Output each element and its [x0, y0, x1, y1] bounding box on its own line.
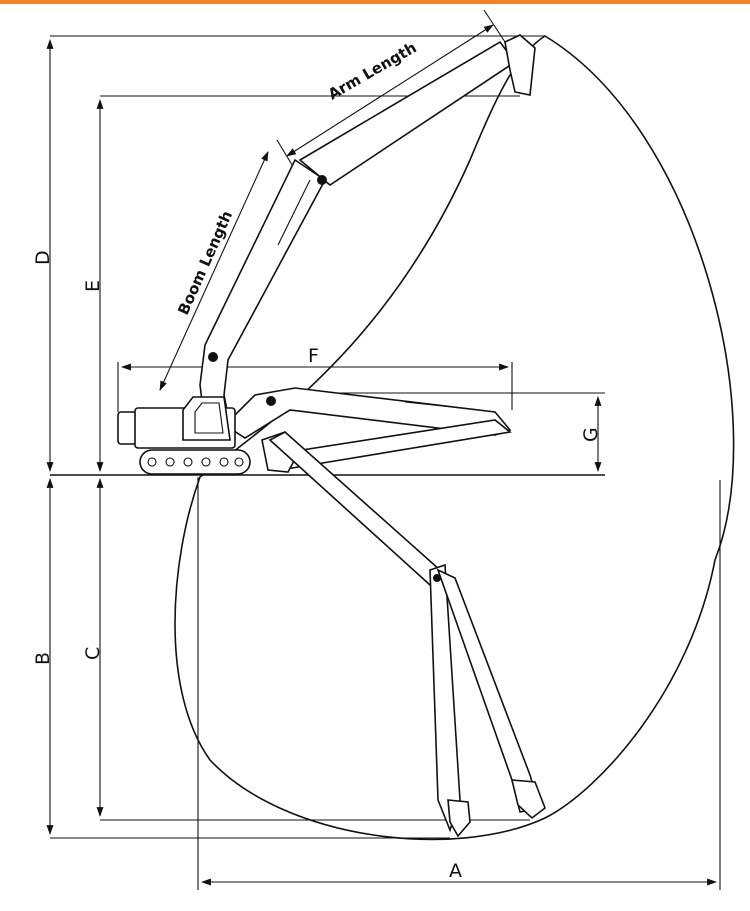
- top-accent-bar: [0, 0, 750, 4]
- dimension-arm-length-arrow: [286, 24, 494, 157]
- working-envelope-curve: [174, 35, 735, 841]
- digging-arm-pivot: [433, 574, 441, 582]
- track-frame: [139, 449, 251, 475]
- horizontal-boom: [223, 387, 512, 439]
- dimension-label-g: G: [580, 427, 602, 442]
- dimension-label-f: F: [308, 345, 319, 367]
- digging-bucket-front: [510, 779, 546, 820]
- raised-boom-pivot: [208, 352, 218, 362]
- raised-bucket: [504, 34, 536, 96]
- dimension-label-b: B: [32, 652, 54, 665]
- dimension-label-a: A: [449, 860, 462, 882]
- horizontal-boom-pivot: [266, 396, 276, 406]
- raised-boom: [199, 158, 327, 426]
- digging-attachment: [268, 431, 546, 838]
- raised-arm: [298, 40, 517, 186]
- cab-window: [194, 402, 224, 434]
- dimension-label-d: D: [32, 250, 54, 265]
- arm-length-label: Arm Length: [325, 38, 420, 103]
- dimension-boom-length-arrow: [159, 151, 269, 391]
- digging-bucket-rear: [447, 799, 471, 838]
- horizontal-attachment: [223, 387, 512, 473]
- dimension-label-e: E: [82, 280, 104, 292]
- arm-length-ext-line-b: [483, 9, 508, 46]
- raised-arm-pivot: [317, 175, 327, 185]
- excavator-body: [117, 396, 251, 475]
- dimension-label-c: C: [82, 647, 104, 660]
